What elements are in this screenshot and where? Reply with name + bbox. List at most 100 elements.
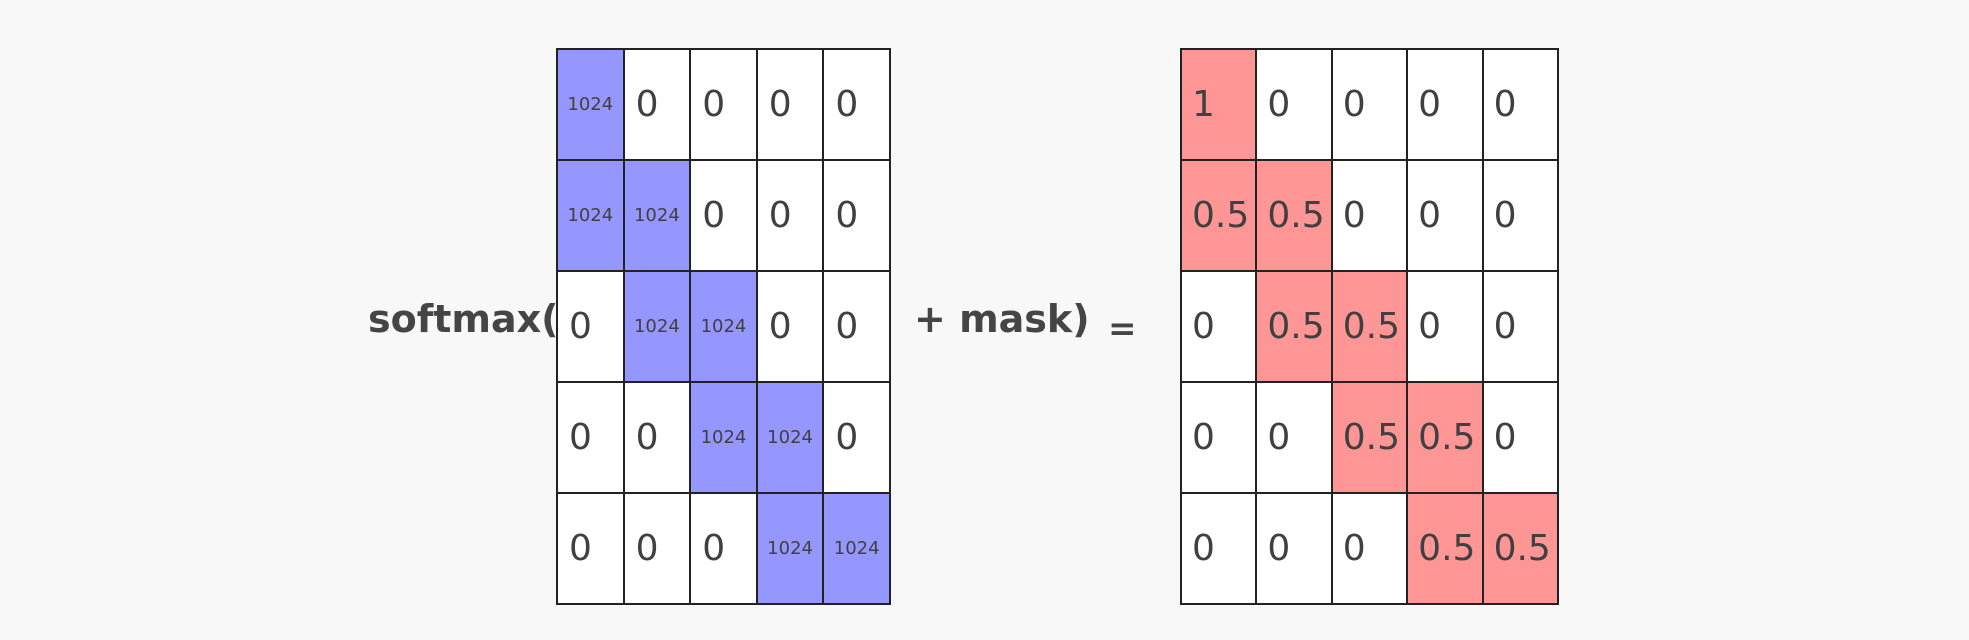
score-cell-r1-c2: 0	[624, 50, 692, 161]
score-cell-r2-c5: 0	[824, 161, 891, 272]
score-cell-r5-c3: 0	[691, 494, 758, 605]
prob-cell-r5-c5: 0.5	[1483, 494, 1559, 605]
prob-cell-value: 1	[1192, 84, 1215, 125]
score-cell-value: 1024	[633, 316, 680, 337]
prob-cell-r4-c3: 0.5	[1332, 383, 1409, 494]
score-cell-value: 0	[835, 306, 859, 347]
prob-cell-r3-c3: 0.5	[1332, 272, 1409, 383]
prob-cell-r5-c1: 0	[1182, 494, 1258, 605]
prob-cell-value: 0	[1493, 417, 1517, 458]
prob-cell-value: 0	[1493, 195, 1517, 236]
score-cell-value: 1024	[767, 538, 813, 559]
score-cell-value: 0	[835, 84, 859, 125]
prob-cell-value: 0.5	[1493, 528, 1551, 569]
prob-cell-r2-c5: 0	[1483, 161, 1559, 272]
prob-cell-value: 0	[1192, 528, 1215, 569]
prob-cell-r3-c5: 0	[1483, 272, 1559, 383]
score-cell-value: 0	[635, 417, 659, 458]
score-cell-r3-c2: 1024	[624, 272, 692, 383]
score-cell-r5-c2: 0	[624, 494, 692, 605]
score-cell-r3-c4: 0	[757, 272, 825, 383]
score-cell-value: 0	[569, 528, 592, 569]
prob-cell-r2-c1: 0.5	[1182, 161, 1258, 272]
score-cell-value: 1024	[700, 427, 747, 448]
prob-cell-value: 0	[1342, 195, 1366, 236]
score-cell-value: 0	[835, 417, 859, 458]
score-cell-r5-c1: 0	[558, 494, 625, 605]
prob-cell-r1-c2: 0	[1257, 50, 1333, 161]
prob-cell-value: 0	[1267, 84, 1291, 125]
score-cell-value: 0	[635, 528, 659, 569]
prob-cell-r3-c1: 0	[1182, 272, 1258, 383]
score-cell-value: 0	[635, 84, 659, 125]
prob-cell-value: 0	[1493, 84, 1517, 125]
plus-mask-close-label: + mask)	[914, 297, 1090, 341]
prob-cell-value: 0.5	[1267, 195, 1325, 236]
score-cell-r3-c1: 0	[558, 272, 625, 383]
score-cell-r3-c3: 1024	[691, 272, 758, 383]
prob-cell-value: 0	[1418, 195, 1442, 236]
score-cell-r5-c4: 1024	[757, 494, 825, 605]
prob-cell-value: 0	[1192, 306, 1215, 347]
score-cell-r4-c5: 0	[824, 383, 891, 494]
prob-cell-value: 0.5	[1342, 306, 1401, 347]
prob-cell-value: 0	[1418, 306, 1442, 347]
score-cell-value: 1024	[633, 205, 680, 226]
prob-cell-value: 0	[1267, 528, 1291, 569]
score-cell-r1-c4: 0	[757, 50, 825, 161]
score-cell-value: 0	[702, 84, 726, 125]
prob-cell-r3-c2: 0.5	[1257, 272, 1333, 383]
prob-cell-value: 0.5	[1267, 306, 1325, 347]
prob-cell-value: 0	[1267, 417, 1291, 458]
prob-cell-r4-c2: 0	[1257, 383, 1333, 494]
score-cell-value: 0	[768, 306, 792, 347]
score-cell-value: 0	[768, 84, 792, 125]
prob-cell-value: 0	[1493, 306, 1517, 347]
prob-cell-value: 0.5	[1418, 528, 1476, 569]
score-cell-value: 0	[569, 306, 592, 347]
prob-cell-value: 0	[1418, 84, 1442, 125]
prob-cell-r4-c4: 0.5	[1408, 383, 1484, 494]
score-cell-r4-c3: 1024	[691, 383, 758, 494]
score-cell-value: 0	[768, 195, 792, 236]
prob-cell-r5-c2: 0	[1257, 494, 1333, 605]
score-cell-r4-c1: 0	[558, 383, 625, 494]
prob-cell-r4-c5: 0	[1483, 383, 1559, 494]
prob-cell-value: 0.5	[1192, 195, 1250, 236]
score-cell-r2-c1: 1024	[558, 161, 625, 272]
score-cell-value: 0	[835, 195, 859, 236]
score-cell-value: 1024	[833, 538, 880, 559]
prob-cell-r5-c4: 0.5	[1408, 494, 1484, 605]
score-cell-value: 0	[569, 417, 592, 458]
prob-cell-value: 0	[1192, 417, 1215, 458]
prob-cell-r2-c4: 0	[1408, 161, 1484, 272]
score-cell-r4-c4: 1024	[757, 383, 825, 494]
score-cell-r4-c2: 0	[624, 383, 692, 494]
prob-cell-r2-c2: 0.5	[1257, 161, 1333, 272]
prob-cell-r3-c4: 0	[1408, 272, 1484, 383]
score-cell-r1-c3: 0	[691, 50, 758, 161]
prob-cell-value: 0	[1342, 84, 1366, 125]
output-probability-matrix: 1 0 0 0 0 0.5 0.5 0 0 0 0 0.5 0.5 0 0 0 0 0.5 0.5 0 0 0 0 0.5 0.…	[1180, 48, 1559, 605]
score-cell-value: 1024	[567, 205, 614, 226]
score-cell-r1-c1: 1024	[558, 50, 625, 161]
prob-cell-value: 0	[1342, 528, 1366, 569]
prob-cell-r5-c3: 0	[1332, 494, 1409, 605]
prob-cell-r1-c3: 0	[1332, 50, 1409, 161]
score-cell-value: 0	[702, 195, 726, 236]
score-cell-r2-c4: 0	[757, 161, 825, 272]
score-cell-value: 1024	[567, 94, 614, 115]
prob-cell-r1-c1: 1	[1182, 50, 1258, 161]
prob-cell-r2-c3: 0	[1332, 161, 1409, 272]
score-cell-value: 1024	[767, 427, 813, 448]
prob-cell-r4-c1: 0	[1182, 383, 1258, 494]
score-cell-value: 0	[702, 528, 726, 569]
equals-sign: =	[1108, 309, 1137, 349]
prob-cell-r1-c4: 0	[1408, 50, 1484, 161]
prob-cell-value: 0.5	[1418, 417, 1476, 458]
score-cell-r2-c3: 0	[691, 161, 758, 272]
score-cell-r1-c5: 0	[824, 50, 891, 161]
score-cell-r5-c5: 1024	[824, 494, 891, 605]
prob-cell-value: 0.5	[1342, 417, 1401, 458]
